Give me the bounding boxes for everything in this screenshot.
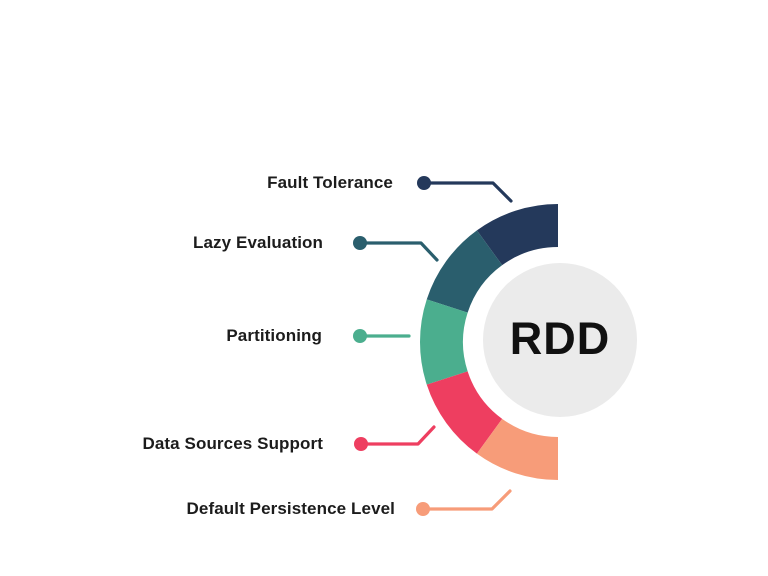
label-fault-tolerance: Fault Tolerance — [267, 173, 393, 192]
label-lazy-evaluation: Lazy Evaluation — [193, 233, 323, 252]
leader-line-default-persistence-level — [421, 489, 512, 511]
label-partitioning: Partitioning — [226, 326, 322, 345]
segment-lazy-evaluation — [426, 230, 503, 313]
segment-partitioning — [419, 299, 468, 385]
leader-dot-partitioning — [353, 329, 367, 343]
center-circle — [483, 263, 637, 417]
leader-line-fault-tolerance — [422, 181, 513, 203]
segment-fault-tolerance — [476, 204, 558, 266]
label-data-sources-support: Data Sources Support — [142, 434, 323, 453]
leader-line-data-sources-support — [359, 425, 436, 446]
leader-dot-data-sources-support — [354, 437, 368, 451]
leader-dot-fault-tolerance — [417, 176, 431, 190]
leader-dot-default-persistence-level — [416, 502, 430, 516]
label-default-persistence-level: Default Persistence Level — [186, 499, 395, 518]
center-label: RDD — [509, 312, 611, 364]
leader-line-lazy-evaluation — [358, 241, 439, 262]
leader-dot-lazy-evaluation — [353, 236, 367, 250]
segment-data-sources-support — [426, 371, 503, 454]
segment-default-persistence-level — [476, 418, 558, 480]
